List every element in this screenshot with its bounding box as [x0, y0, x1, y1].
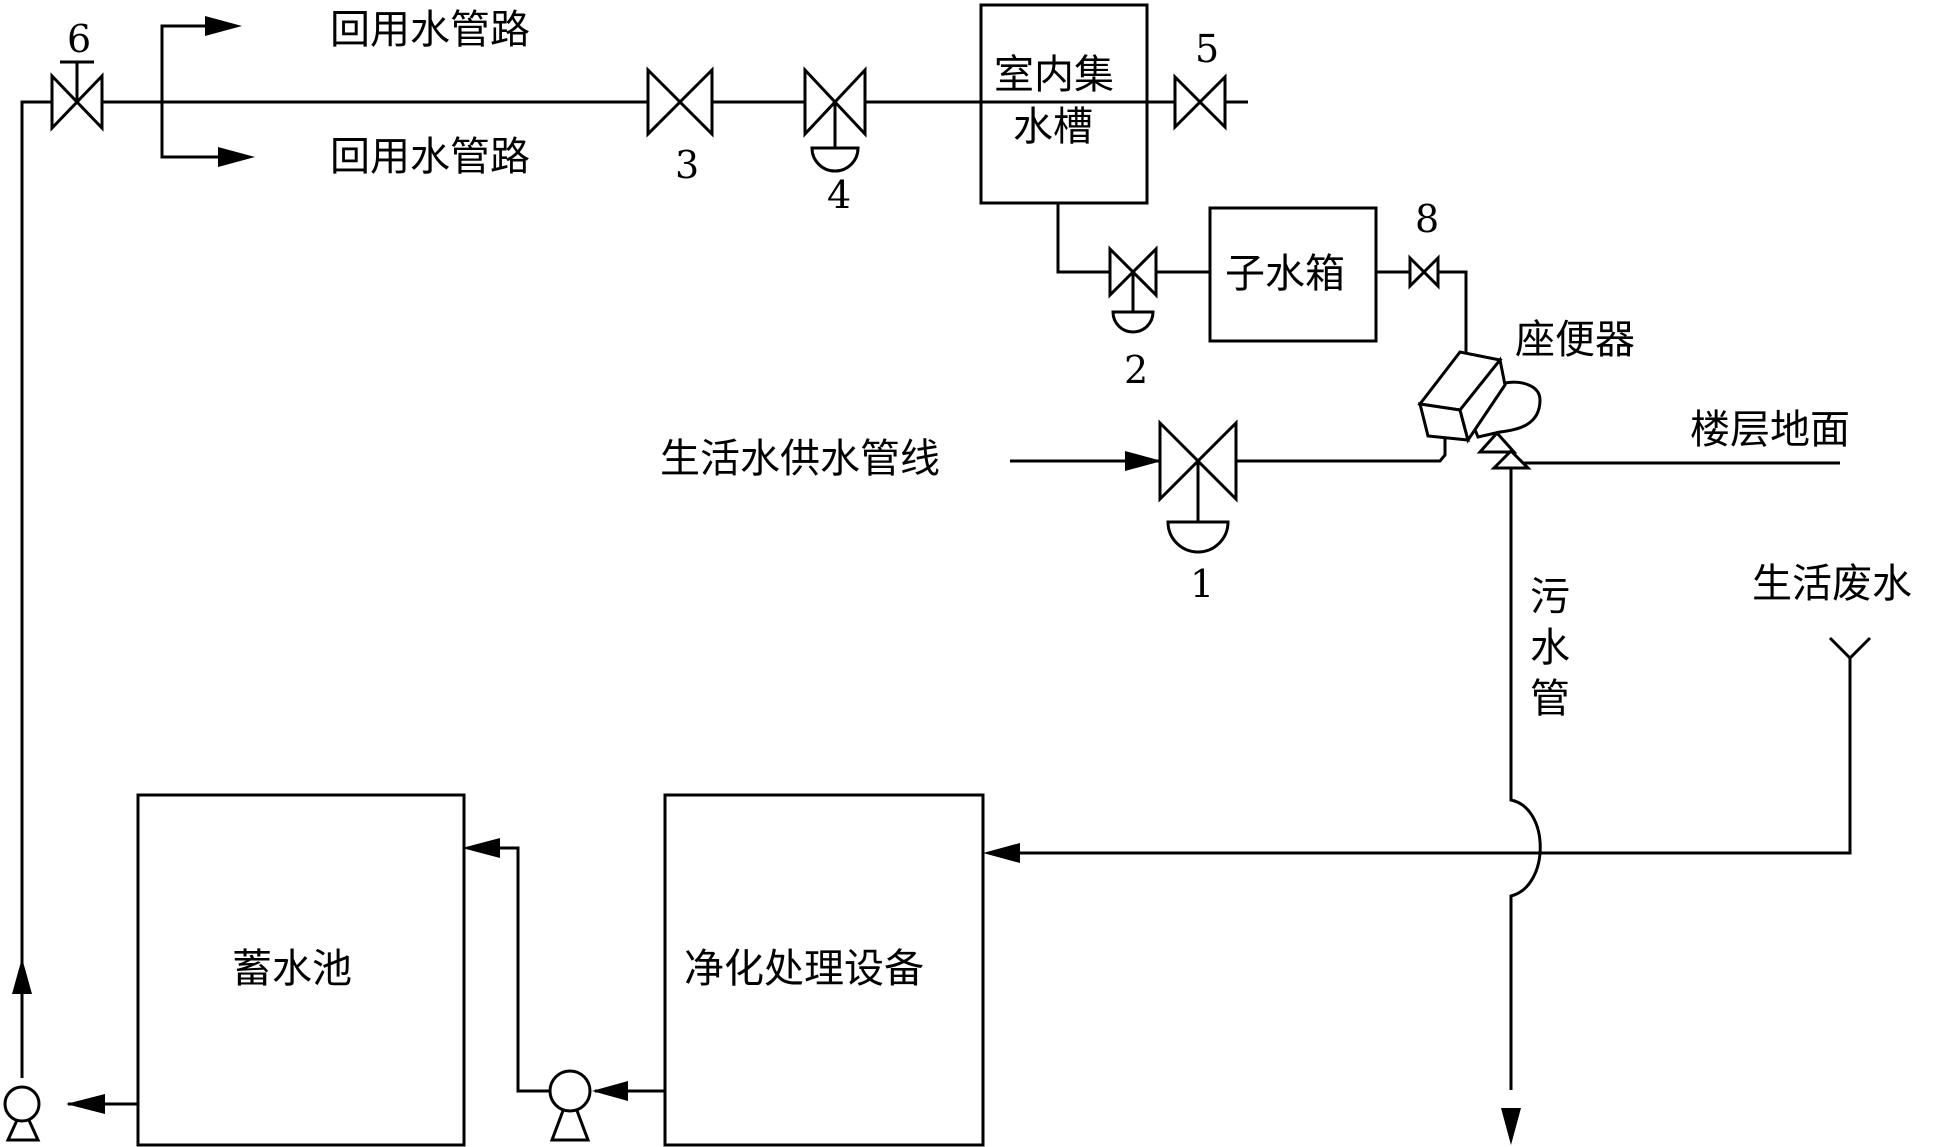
tank-to-subtank-pipe [1056, 203, 1210, 274]
valve-6-icon [50, 60, 104, 132]
subtank-to-toilet-pipe [1376, 270, 1468, 352]
valve-6-number: 6 [67, 17, 91, 61]
sewage-pipe-label-3: 管 [1530, 676, 1570, 722]
arrow-up-main [12, 958, 32, 994]
valve-3-number: 3 [675, 143, 699, 187]
pump-right-icon [548, 1069, 592, 1142]
indoor-tank-label-2: 水槽 [1013, 104, 1093, 150]
reservoir-box [136, 793, 466, 1147]
domestic-supply-label: 生活水供水管线 [660, 436, 940, 482]
purifier-label: 净化处理设备 [684, 946, 924, 992]
arrow-to-reservoir [462, 838, 500, 858]
reuse-pipe-bottom-label: 回用水管路 [330, 134, 530, 180]
valve-2-icon [1108, 245, 1158, 334]
sewage-pipe-label-1: 污 [1530, 574, 1570, 620]
toilet-label: 座便器 [1515, 317, 1635, 363]
purifier-box [663, 793, 985, 1147]
purifier-to-reservoir-pipe [475, 846, 665, 1093]
valve-4-number: 4 [827, 173, 851, 217]
valve-1-number: 1 [1190, 562, 1214, 606]
toilet-icon [1417, 350, 1542, 470]
domestic-wastewater-label: 生活废水 [1752, 561, 1912, 607]
sub-tank-label: 子水箱 [1225, 251, 1345, 297]
arrow-reuse-bottom [218, 147, 255, 167]
main-reuse-pipe [20, 100, 1148, 1078]
arrow-domestic-supply [1125, 451, 1162, 471]
valve-8-icon [1408, 254, 1440, 290]
arrow-sewage-down [1501, 1108, 1521, 1145]
arrow-reuse-top [205, 16, 242, 36]
floor-label: 楼层地面 [1690, 407, 1850, 453]
arrow-to-pump-right [592, 1081, 628, 1101]
valve-2-number: 2 [1124, 348, 1148, 392]
valve-1-icon [1158, 419, 1238, 554]
indoor-tank-label-1: 室内集 [994, 52, 1114, 98]
reuse-pipe-top-label: 回用水管路 [330, 7, 530, 53]
sewage-pipe-label-2: 水 [1530, 625, 1570, 671]
reuse-branch-pipe [160, 24, 220, 159]
arrow-to-purifier [983, 843, 1020, 863]
valve-3-icon [646, 66, 714, 138]
valve-8-number: 8 [1415, 197, 1439, 241]
wastewater-inlet-icon [1828, 636, 1872, 661]
indoor-collection-tank [979, 3, 1149, 205]
valve-5-number: 5 [1195, 27, 1219, 71]
wastewater-pipe [1010, 658, 1852, 855]
sub-water-tank [1208, 206, 1378, 343]
sewage-pipe-line [1509, 468, 1542, 1090]
pump-left-icon [3, 1085, 41, 1142]
valve-4-icon [803, 66, 867, 173]
valve-5-icon [1173, 73, 1227, 131]
arrow-to-pump-left [66, 1094, 105, 1114]
reservoir-label: 蓄水池 [232, 946, 352, 992]
